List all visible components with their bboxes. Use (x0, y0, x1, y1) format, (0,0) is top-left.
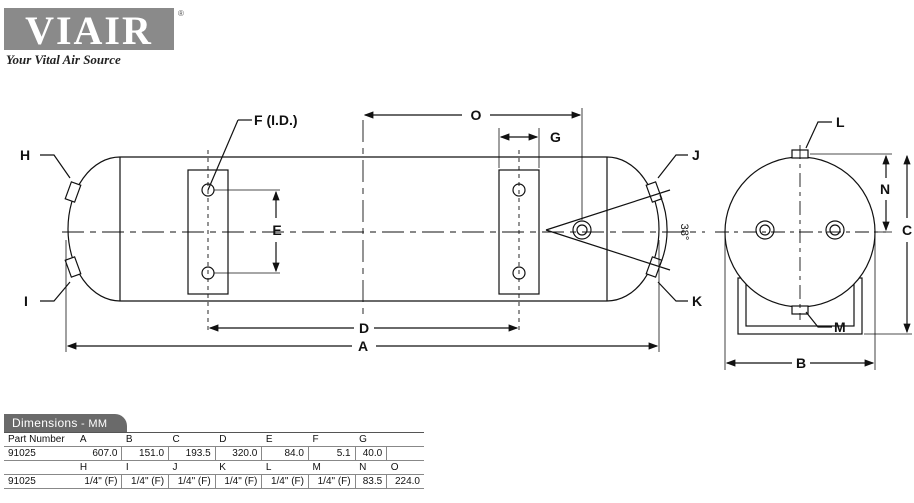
table-header-row: Part Number A B C D E F G (4, 432, 424, 447)
label-f: F (I.D.) (254, 112, 298, 128)
label-n: N (880, 181, 890, 197)
end-port-left (755, 220, 775, 240)
table-header-cell: B (121, 432, 169, 447)
table-header-cell: O (386, 460, 424, 475)
label-d: D (359, 320, 369, 336)
logo-text: VIAIR (25, 8, 153, 52)
port-h (64, 181, 82, 203)
dimensions-title-main: Dimensions (12, 416, 78, 430)
table-header-cell (4, 460, 76, 475)
leader-j (657, 154, 688, 179)
tank-side-outline (67, 156, 660, 302)
table-cell: 1/4" (F) (75, 474, 123, 489)
table-cell: 83.5 (355, 474, 388, 489)
center-port-inner (576, 224, 588, 236)
table-header-cell: E (261, 432, 309, 447)
leader-h (40, 154, 71, 179)
label-g: G (550, 129, 561, 145)
table-cell: 151.0 (121, 446, 170, 461)
leader-l (805, 121, 832, 149)
dimensions-title-unit: - MM (77, 418, 108, 430)
table-header-cell: H (75, 460, 122, 475)
table-header-cell: G (355, 432, 387, 447)
logo-background (4, 8, 174, 50)
leader-m (805, 311, 832, 328)
table-header-cell: D (215, 432, 262, 447)
table-cell: 1/4" (F) (121, 474, 170, 489)
table-cell: 1/4" (F) (215, 474, 263, 489)
table-header-cell: M (308, 460, 356, 475)
table-cell (386, 446, 424, 461)
label-k: K (692, 293, 702, 309)
table-cell: 607.0 (75, 446, 123, 461)
angle-line-lower (545, 229, 671, 271)
table-header-cell (386, 432, 424, 447)
table-header-cell: L (261, 460, 309, 475)
table-cell: 84.0 (261, 446, 309, 461)
viair-logo: VIAIR ® (4, 4, 184, 57)
dimensions-table: Part Number A B C D E F G 91025 607.0 15… (4, 432, 424, 489)
port-j (645, 181, 663, 203)
table-header-cell: A (75, 432, 122, 447)
table-row: 91025 607.0 151.0 193.5 320.0 84.0 5.1 4… (4, 446, 424, 461)
table-cell: 40.0 (355, 446, 388, 461)
angle-arc (659, 194, 668, 266)
table-header-cell: N (355, 460, 387, 475)
label-b: B (796, 355, 806, 371)
center-port (572, 220, 592, 240)
table-header-cell: Part Number (4, 432, 76, 447)
logo-tagline: Your Vital Air Source (6, 52, 121, 67)
table-cell: 91025 (4, 446, 76, 461)
angle-line-upper (545, 189, 671, 231)
table-cell: 224.0 (386, 474, 424, 489)
table-cell: 320.0 (215, 446, 263, 461)
table-header-cell: F (308, 432, 356, 447)
label-a: A (358, 338, 368, 354)
table-header-cell: K (215, 460, 262, 475)
table-header-cell: I (121, 460, 169, 475)
table-cell: 5.1 (308, 446, 356, 461)
table-header-cell: C (168, 432, 216, 447)
table-cell: 1/4" (F) (261, 474, 309, 489)
dimensions-table-section: Dimensions - MM Part Number A B C D E F … (4, 414, 424, 489)
label-m: M (834, 319, 846, 335)
table-header-cell: J (168, 460, 216, 475)
table-header-row: H I J K L M N O (4, 460, 424, 475)
label-angle: 38° (678, 224, 690, 241)
table-cell: 1/4" (F) (168, 474, 216, 489)
label-i: I (24, 293, 28, 309)
tank-diagram: A B C D E F (I.D.) G H I J K L M N O 38° (20, 107, 912, 371)
end-port-right (825, 220, 845, 240)
label-l: L (836, 114, 845, 130)
table-row: 91025 1/4" (F) 1/4" (F) 1/4" (F) 1/4" (F… (4, 474, 424, 489)
label-o: O (471, 107, 482, 123)
end-port-left-inner (759, 224, 771, 236)
label-c: C (902, 222, 912, 238)
port-i (64, 256, 82, 278)
end-port-right-inner (829, 224, 841, 236)
registered-mark: ® (178, 9, 184, 18)
dim-f-leader (207, 119, 239, 191)
label-e: E (272, 222, 281, 238)
leader-k (657, 281, 688, 302)
table-cell: 193.5 (168, 446, 216, 461)
table-cell: 1/4" (F) (308, 474, 356, 489)
dimensions-title: Dimensions - MM (4, 414, 128, 432)
label-h: H (20, 147, 30, 163)
table-cell: 91025 (4, 474, 76, 489)
label-j: J (692, 147, 700, 163)
leader-i (40, 281, 71, 302)
